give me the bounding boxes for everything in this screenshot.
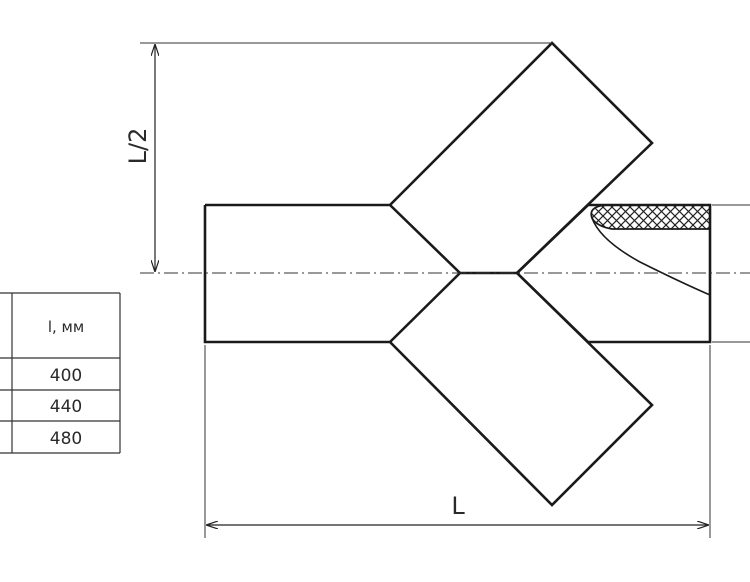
upper-branch [389,41,654,274]
table-cell: 480 [50,429,82,449]
dimension-table [0,292,121,454]
dimension-L: L [204,345,711,538]
table-cell: 440 [50,397,82,417]
lower-branch [389,272,654,507]
dimension-half-L: L/2 [124,42,552,271]
section-cutaway [590,204,711,296]
table-cell: 400 [50,366,82,386]
table-header-l: l, мм [48,318,84,336]
dimension-L-label: L [451,492,465,520]
dimension-half-L-label: L/2 [124,128,152,165]
diameter-extension-lines [712,204,750,343]
